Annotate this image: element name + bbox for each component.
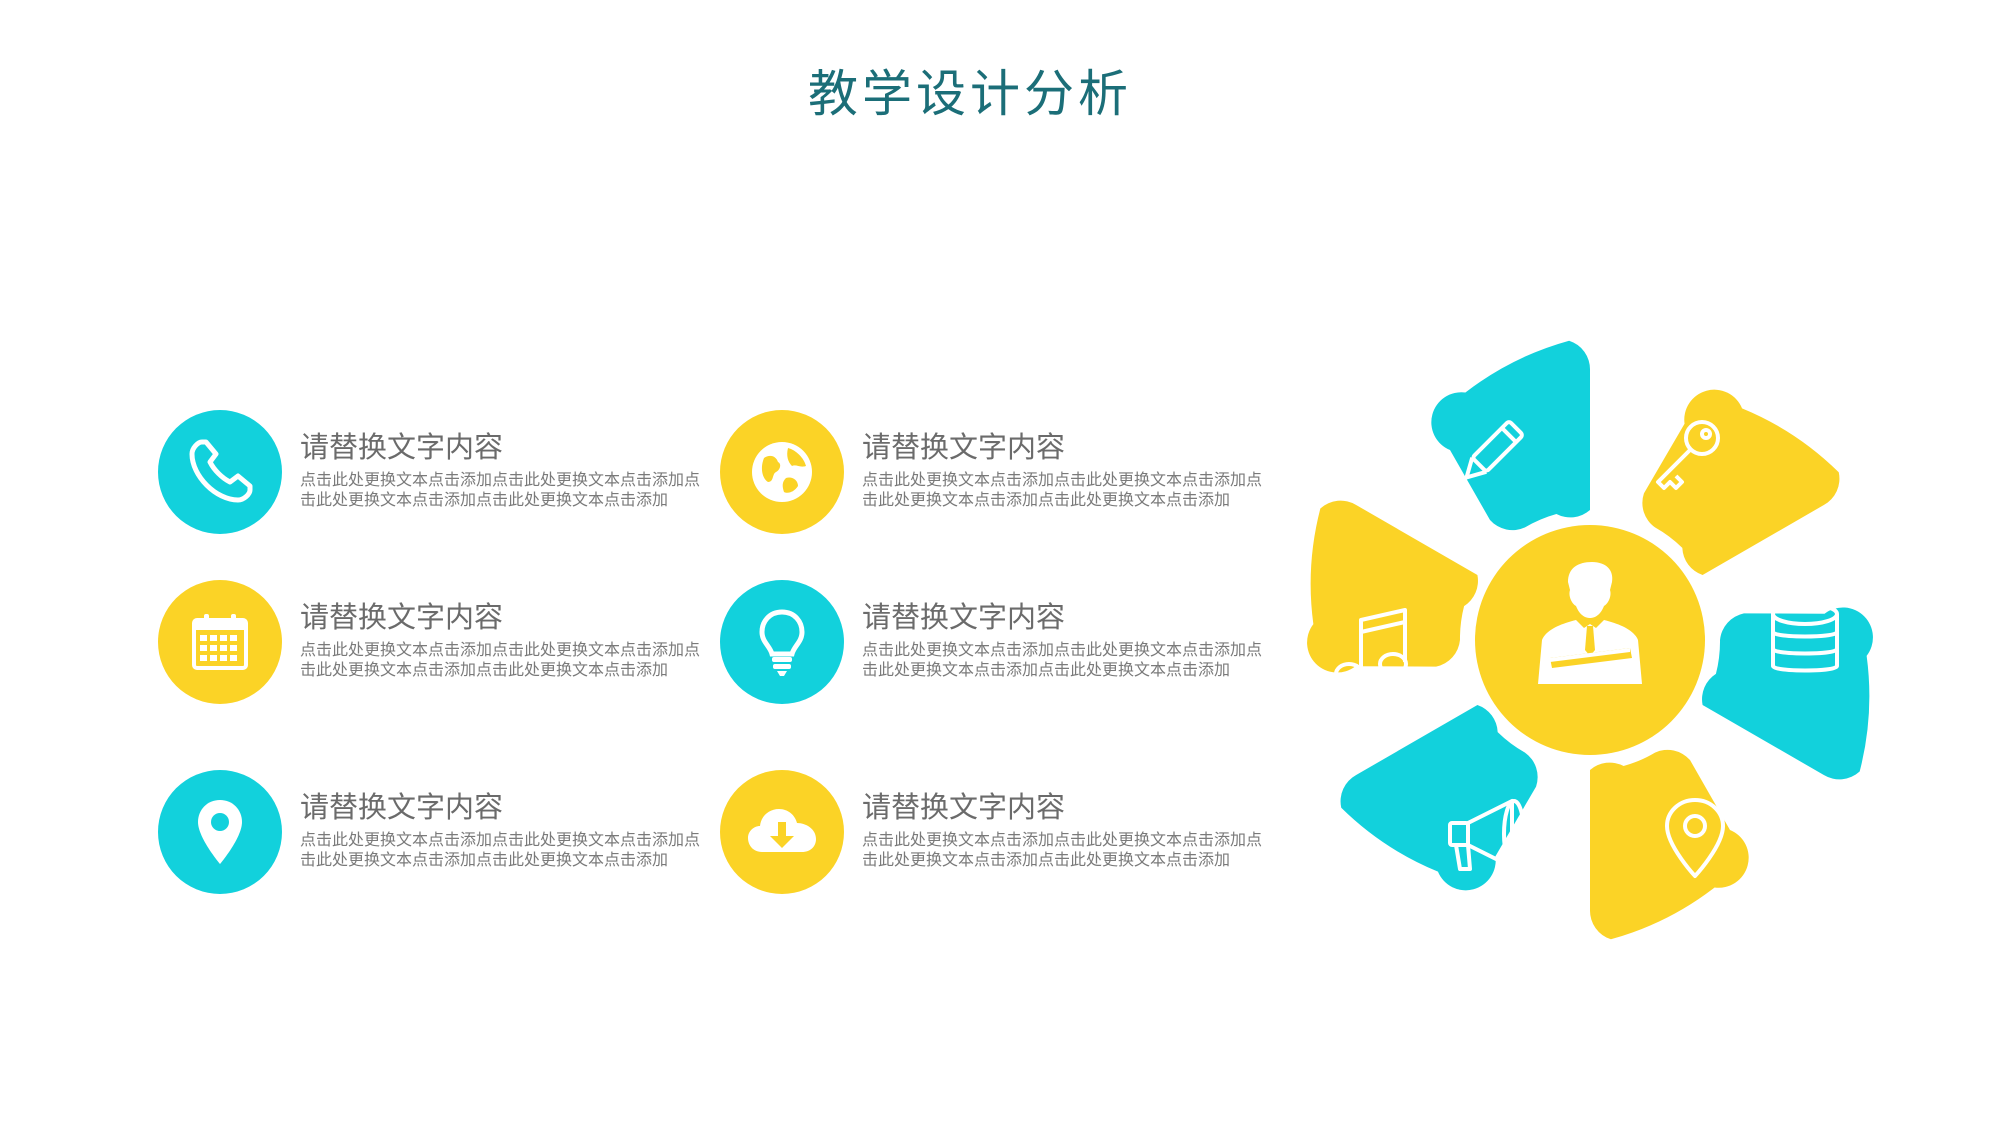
info-item-calendar: 请替换文字内容 点击此处更换文本点击添加点击此处更换文本点击添加点击此处更换文本…: [158, 580, 701, 710]
item-body: 点击此处更换文本点击添加点击此处更换文本点击添加点击此处更换文本点击添加点击此处…: [862, 470, 1263, 509]
item-body: 点击此处更换文本点击添加点击此处更换文本点击添加点击此处更换文本点击添加点击此处…: [862, 830, 1263, 869]
phone-icon: [189, 439, 253, 503]
wheel-diagram: [1280, 340, 1900, 940]
cloud-download-icon: [748, 809, 816, 852]
lightbulb-circle: [720, 580, 844, 704]
info-item-phone: 请替换文字内容 点击此处更换文本点击添加点击此处更换文本点击添加点击此处更换文本…: [158, 410, 701, 540]
megaphone-icon: [1448, 799, 1538, 871]
database-icon: [1771, 602, 1839, 673]
wheel-segment-mappin: [1589, 749, 1749, 940]
lightbulb-icon: [759, 609, 805, 676]
item-body: 点击此处更换文本点击添加点击此处更换文本点击添加点击此处更换文本点击添加点击此处…: [300, 470, 701, 509]
info-item-location: 请替换文字内容 点击此处更换文本点击添加点击此处更换文本点击添加点击此处更换文本…: [158, 770, 701, 900]
cloud-circle: [720, 770, 844, 894]
item-body: 点击此处更换文本点击添加点击此处更换文本点击添加点击此处更换文本点击添加点击此处…: [300, 640, 701, 679]
wheel-segment-database: [1685, 557, 1900, 790]
wheel-segment-music: [1280, 490, 1495, 723]
globe-circle: [720, 410, 844, 534]
businessman-icon: [1538, 562, 1642, 684]
location-pin-icon: [198, 800, 242, 864]
item-body: 点击此处更换文本点击添加点击此处更换文本点击添加点击此处更换文本点击添加点击此处…: [862, 640, 1263, 679]
globe-icon: [752, 442, 812, 502]
map-pin-icon: [1665, 798, 1725, 878]
item-heading: 请替换文字内容: [300, 600, 504, 634]
info-item-cloud: 请替换文字内容 点击此处更换文本点击添加点击此处更换文本点击添加点击此处更换文本…: [720, 770, 1263, 900]
item-heading: 请替换文字内容: [862, 600, 1066, 634]
item-heading: 请替换文字内容: [300, 430, 504, 464]
pencil-icon: [1464, 420, 1524, 480]
calendar-circle: [158, 580, 282, 704]
item-heading: 请替换文字内容: [300, 790, 504, 824]
page-title: 教学设计分析: [808, 65, 1132, 123]
phone-circle: [158, 410, 282, 534]
music-note-icon: [1334, 608, 1408, 686]
calendar-icon: [192, 614, 248, 670]
item-heading: 请替换文字内容: [862, 790, 1066, 824]
location-circle: [158, 770, 282, 894]
info-item-globe: 请替换文字内容 点击此处更换文本点击添加点击此处更换文本点击添加点击此处更换文本…: [720, 410, 1263, 540]
item-heading: 请替换文字内容: [862, 430, 1066, 464]
item-body: 点击此处更换文本点击添加点击此处更换文本点击添加点击此处更换文本点击添加点击此处…: [300, 830, 701, 869]
key-icon: [1656, 420, 1720, 490]
info-item-lightbulb: 请替换文字内容 点击此处更换文本点击添加点击此处更换文本点击添加点击此处更换文本…: [720, 580, 1263, 710]
